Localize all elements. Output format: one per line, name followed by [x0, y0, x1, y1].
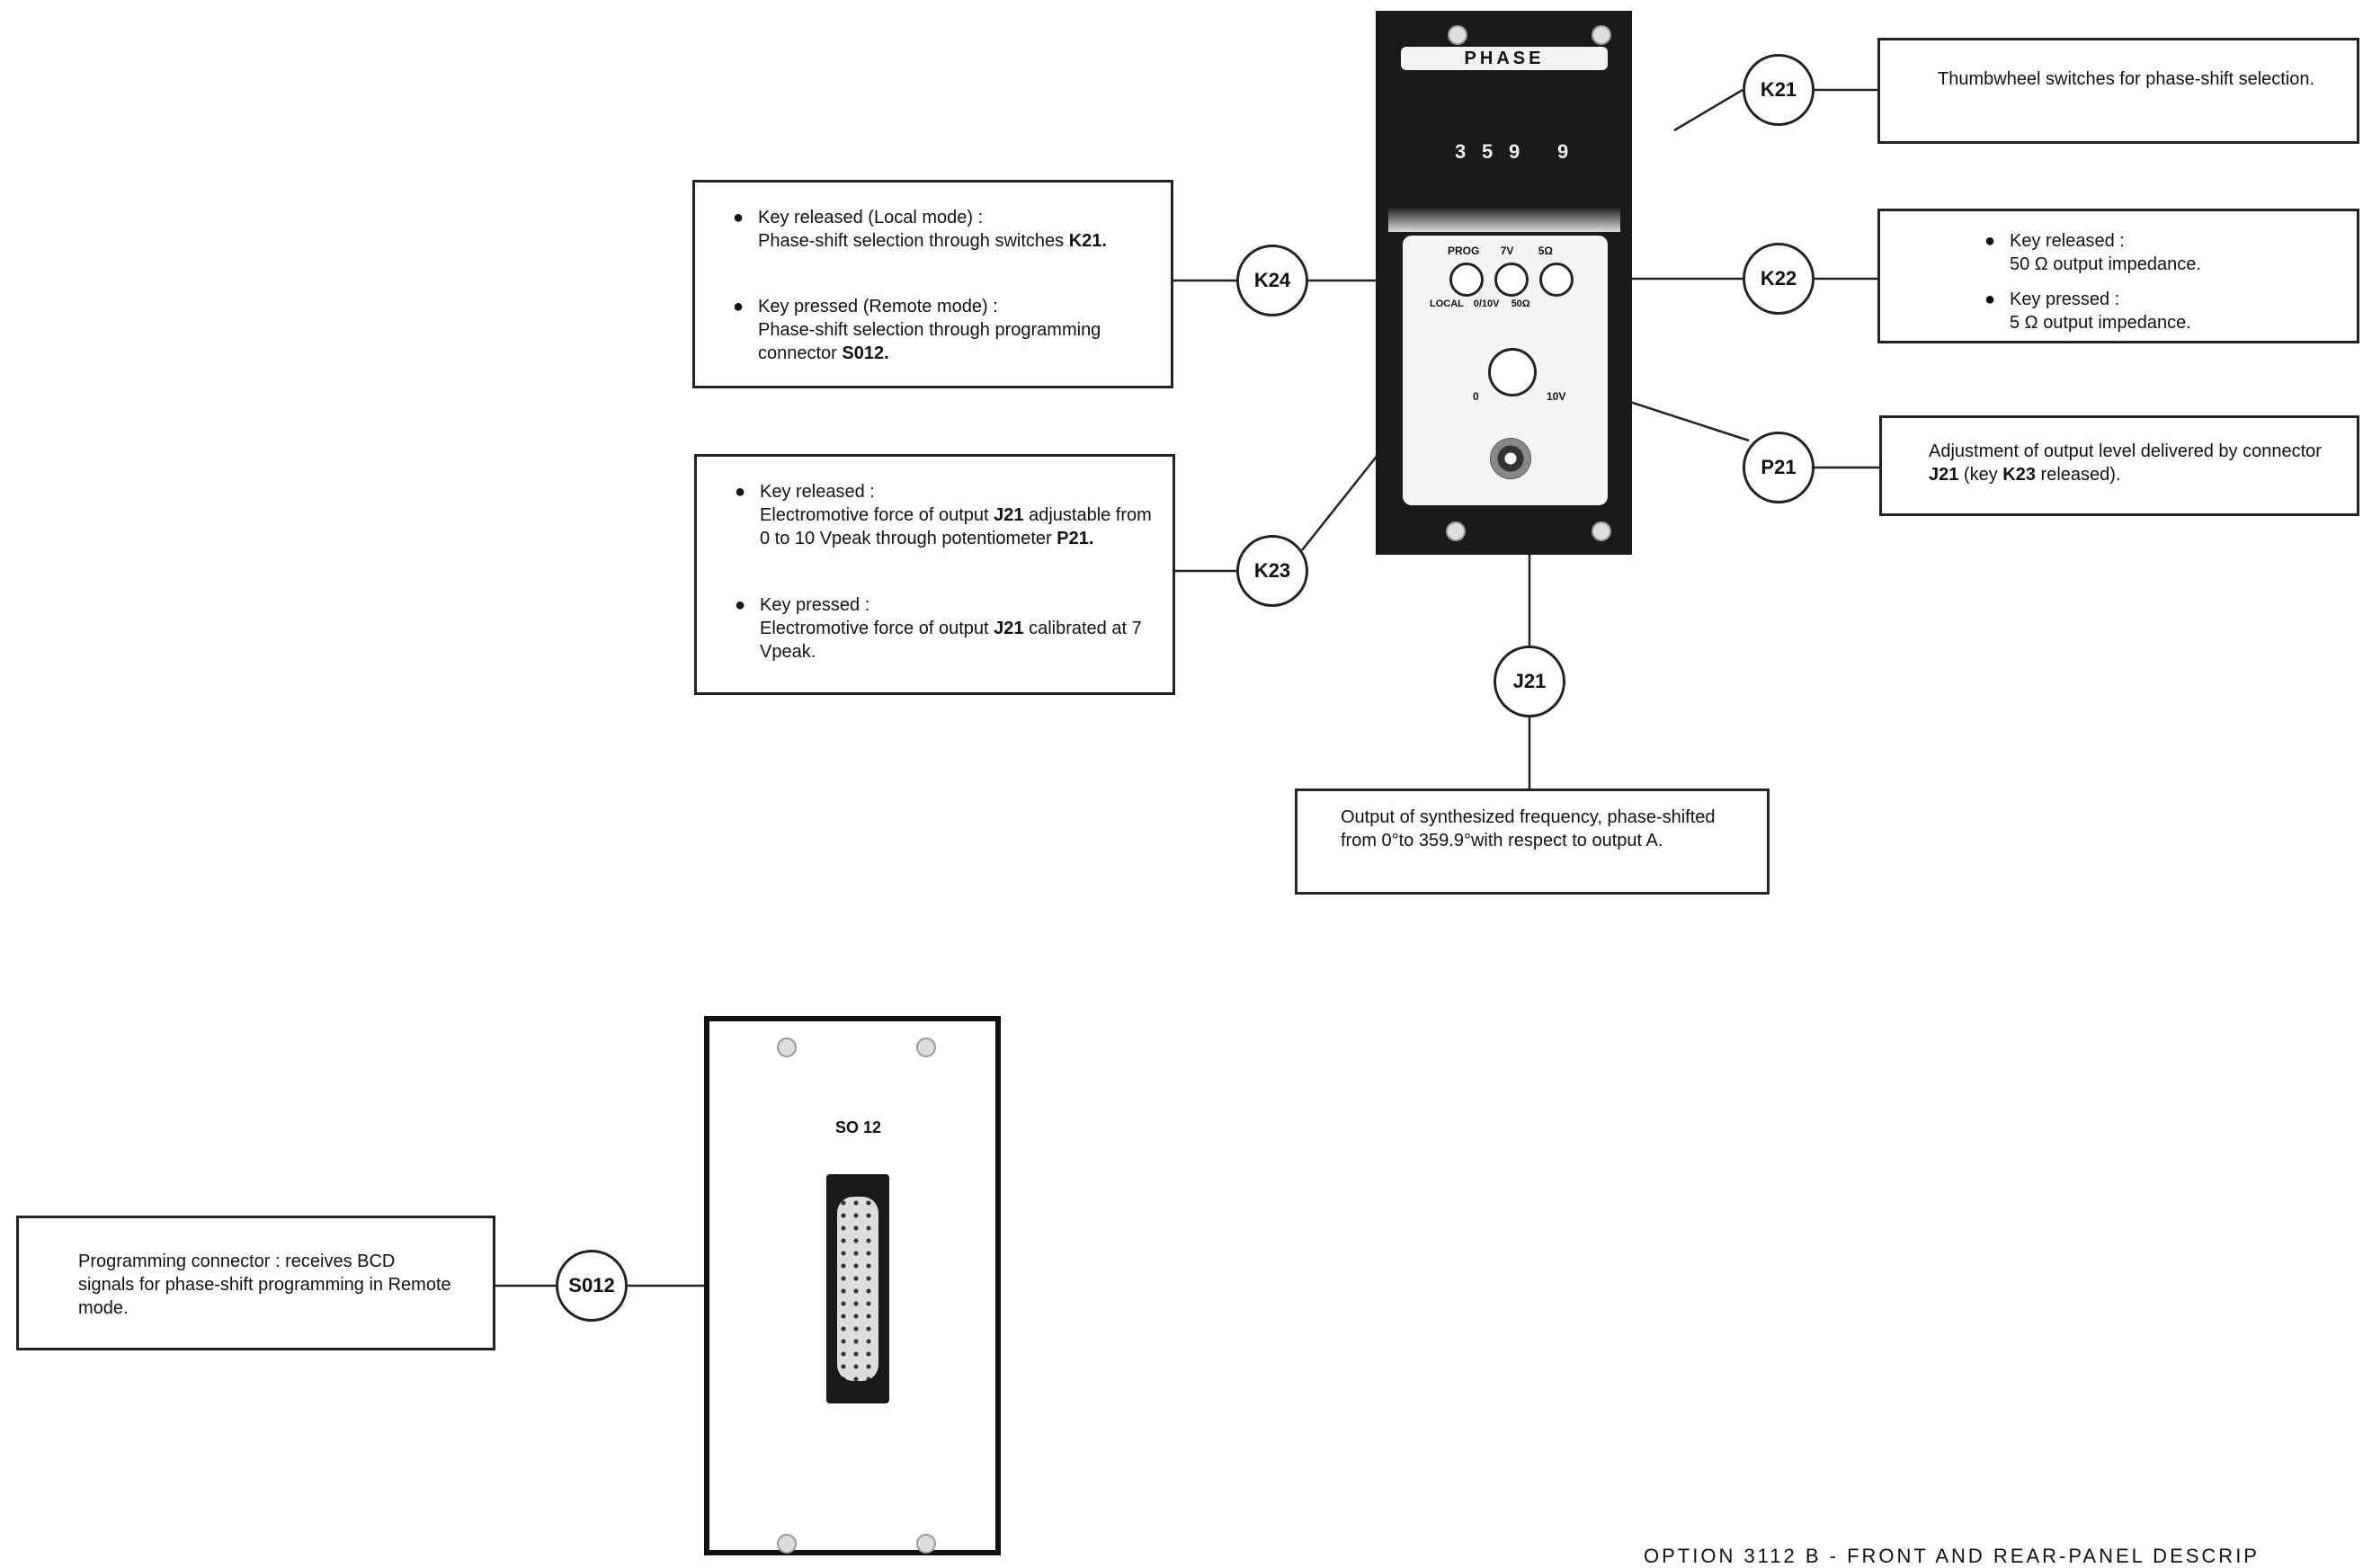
- screw-icon: [1592, 521, 1611, 541]
- tag-k22: K22: [1743, 243, 1815, 315]
- tag-k23: K23: [1236, 535, 1308, 607]
- thumbwheel-digit[interactable]: 5: [1482, 140, 1494, 163]
- callout-j21: Output of synthesized frequency, phase-s…: [1295, 788, 1770, 895]
- screw-icon: [1446, 521, 1466, 541]
- thumbwheel-digit[interactable]: 3: [1455, 140, 1467, 163]
- screw-icon: [916, 1038, 936, 1057]
- k21-text: Thumbwheel switches for phase-shift sele…: [1938, 69, 2315, 89]
- key-labels-bottom: LOCAL 0/10V 50Ω: [1430, 298, 1530, 309]
- callout-k24: ● Key released (Local mode) : Phase-shif…: [692, 180, 1173, 388]
- k24-released: ● Key released (Local mode) : Phase-shif…: [733, 208, 1107, 251]
- k22-pressed: ● Key pressed : 5 Ω output impedance.: [1984, 290, 2191, 333]
- key-k24[interactable]: [1449, 263, 1484, 297]
- pot-min-label: 0: [1473, 390, 1479, 403]
- screw-icon: [1592, 25, 1611, 45]
- connector-label: SO 12: [835, 1118, 882, 1136]
- key-labels-top: PROG 7V 5Ω: [1448, 245, 1554, 257]
- k23-released: ● Key released : Electromotive force of …: [735, 482, 1152, 548]
- p21-text: Adjustment of output level delivered by …: [1929, 441, 2322, 485]
- tag-p21: P21: [1743, 432, 1815, 503]
- key-k23[interactable]: [1494, 263, 1529, 297]
- thumbwheel-digit[interactable]: 9: [1509, 140, 1520, 163]
- k23-pressed: ● Key pressed : Electromotive force of o…: [735, 595, 1142, 662]
- front-panel: PHASE 3 5 9 9 PROG 7V 5Ω LOCAL 0/10V 50Ω…: [1376, 11, 1632, 555]
- j21-text: Output of synthesized frequency, phase-s…: [1341, 807, 1716, 851]
- tag-s012: S012: [556, 1250, 628, 1322]
- callout-k23: ● Key released : Electromotive force of …: [694, 454, 1175, 695]
- callout-k22: ● Key released : 50 Ω output impedance. …: [1877, 209, 2359, 343]
- phase-title: PHASE: [1401, 47, 1608, 70]
- thumbwheel-digit[interactable]: 9: [1557, 140, 1569, 163]
- rear-panel: SO 12: [704, 1016, 1001, 1555]
- control-plate: PROG 7V 5Ω LOCAL 0/10V 50Ω 0 10V: [1403, 236, 1608, 505]
- light-strip: [1388, 207, 1620, 232]
- tag-k24: K24: [1236, 245, 1308, 316]
- screw-icon: [777, 1038, 797, 1057]
- k24-pressed: ● Key pressed (Remote mode) : Phase-shif…: [733, 297, 1101, 363]
- callout-k21: Thumbwheel switches for phase-shift sele…: [1877, 38, 2359, 144]
- callout-s012: Programming connector : receives BCD sig…: [16, 1216, 495, 1350]
- screw-icon: [916, 1534, 936, 1554]
- k22-released: ● Key released : 50 Ω output impedance.: [1984, 231, 2201, 274]
- tag-k21: K21: [1743, 54, 1815, 126]
- pot-max-label: 10V: [1547, 390, 1566, 403]
- footer-caption: OPTION 3112 B - FRONT AND REAR-PANEL DES…: [1644, 1545, 2260, 1567]
- potentiometer-knob[interactable]: [1488, 348, 1537, 396]
- key-k22[interactable]: [1539, 263, 1574, 297]
- tag-j21: J21: [1494, 646, 1565, 717]
- screw-icon: [777, 1534, 797, 1554]
- sub-d-connector-icon[interactable]: [826, 1174, 889, 1403]
- s012-text: Programming connector : receives BCD sig…: [78, 1252, 451, 1318]
- screw-icon: [1448, 25, 1467, 45]
- callout-p21: Adjustment of output level delivered by …: [1879, 415, 2359, 516]
- thumbwheel-display: 3 5 9 9: [1376, 119, 1632, 182]
- bnc-connector-icon[interactable]: [1490, 438, 1531, 479]
